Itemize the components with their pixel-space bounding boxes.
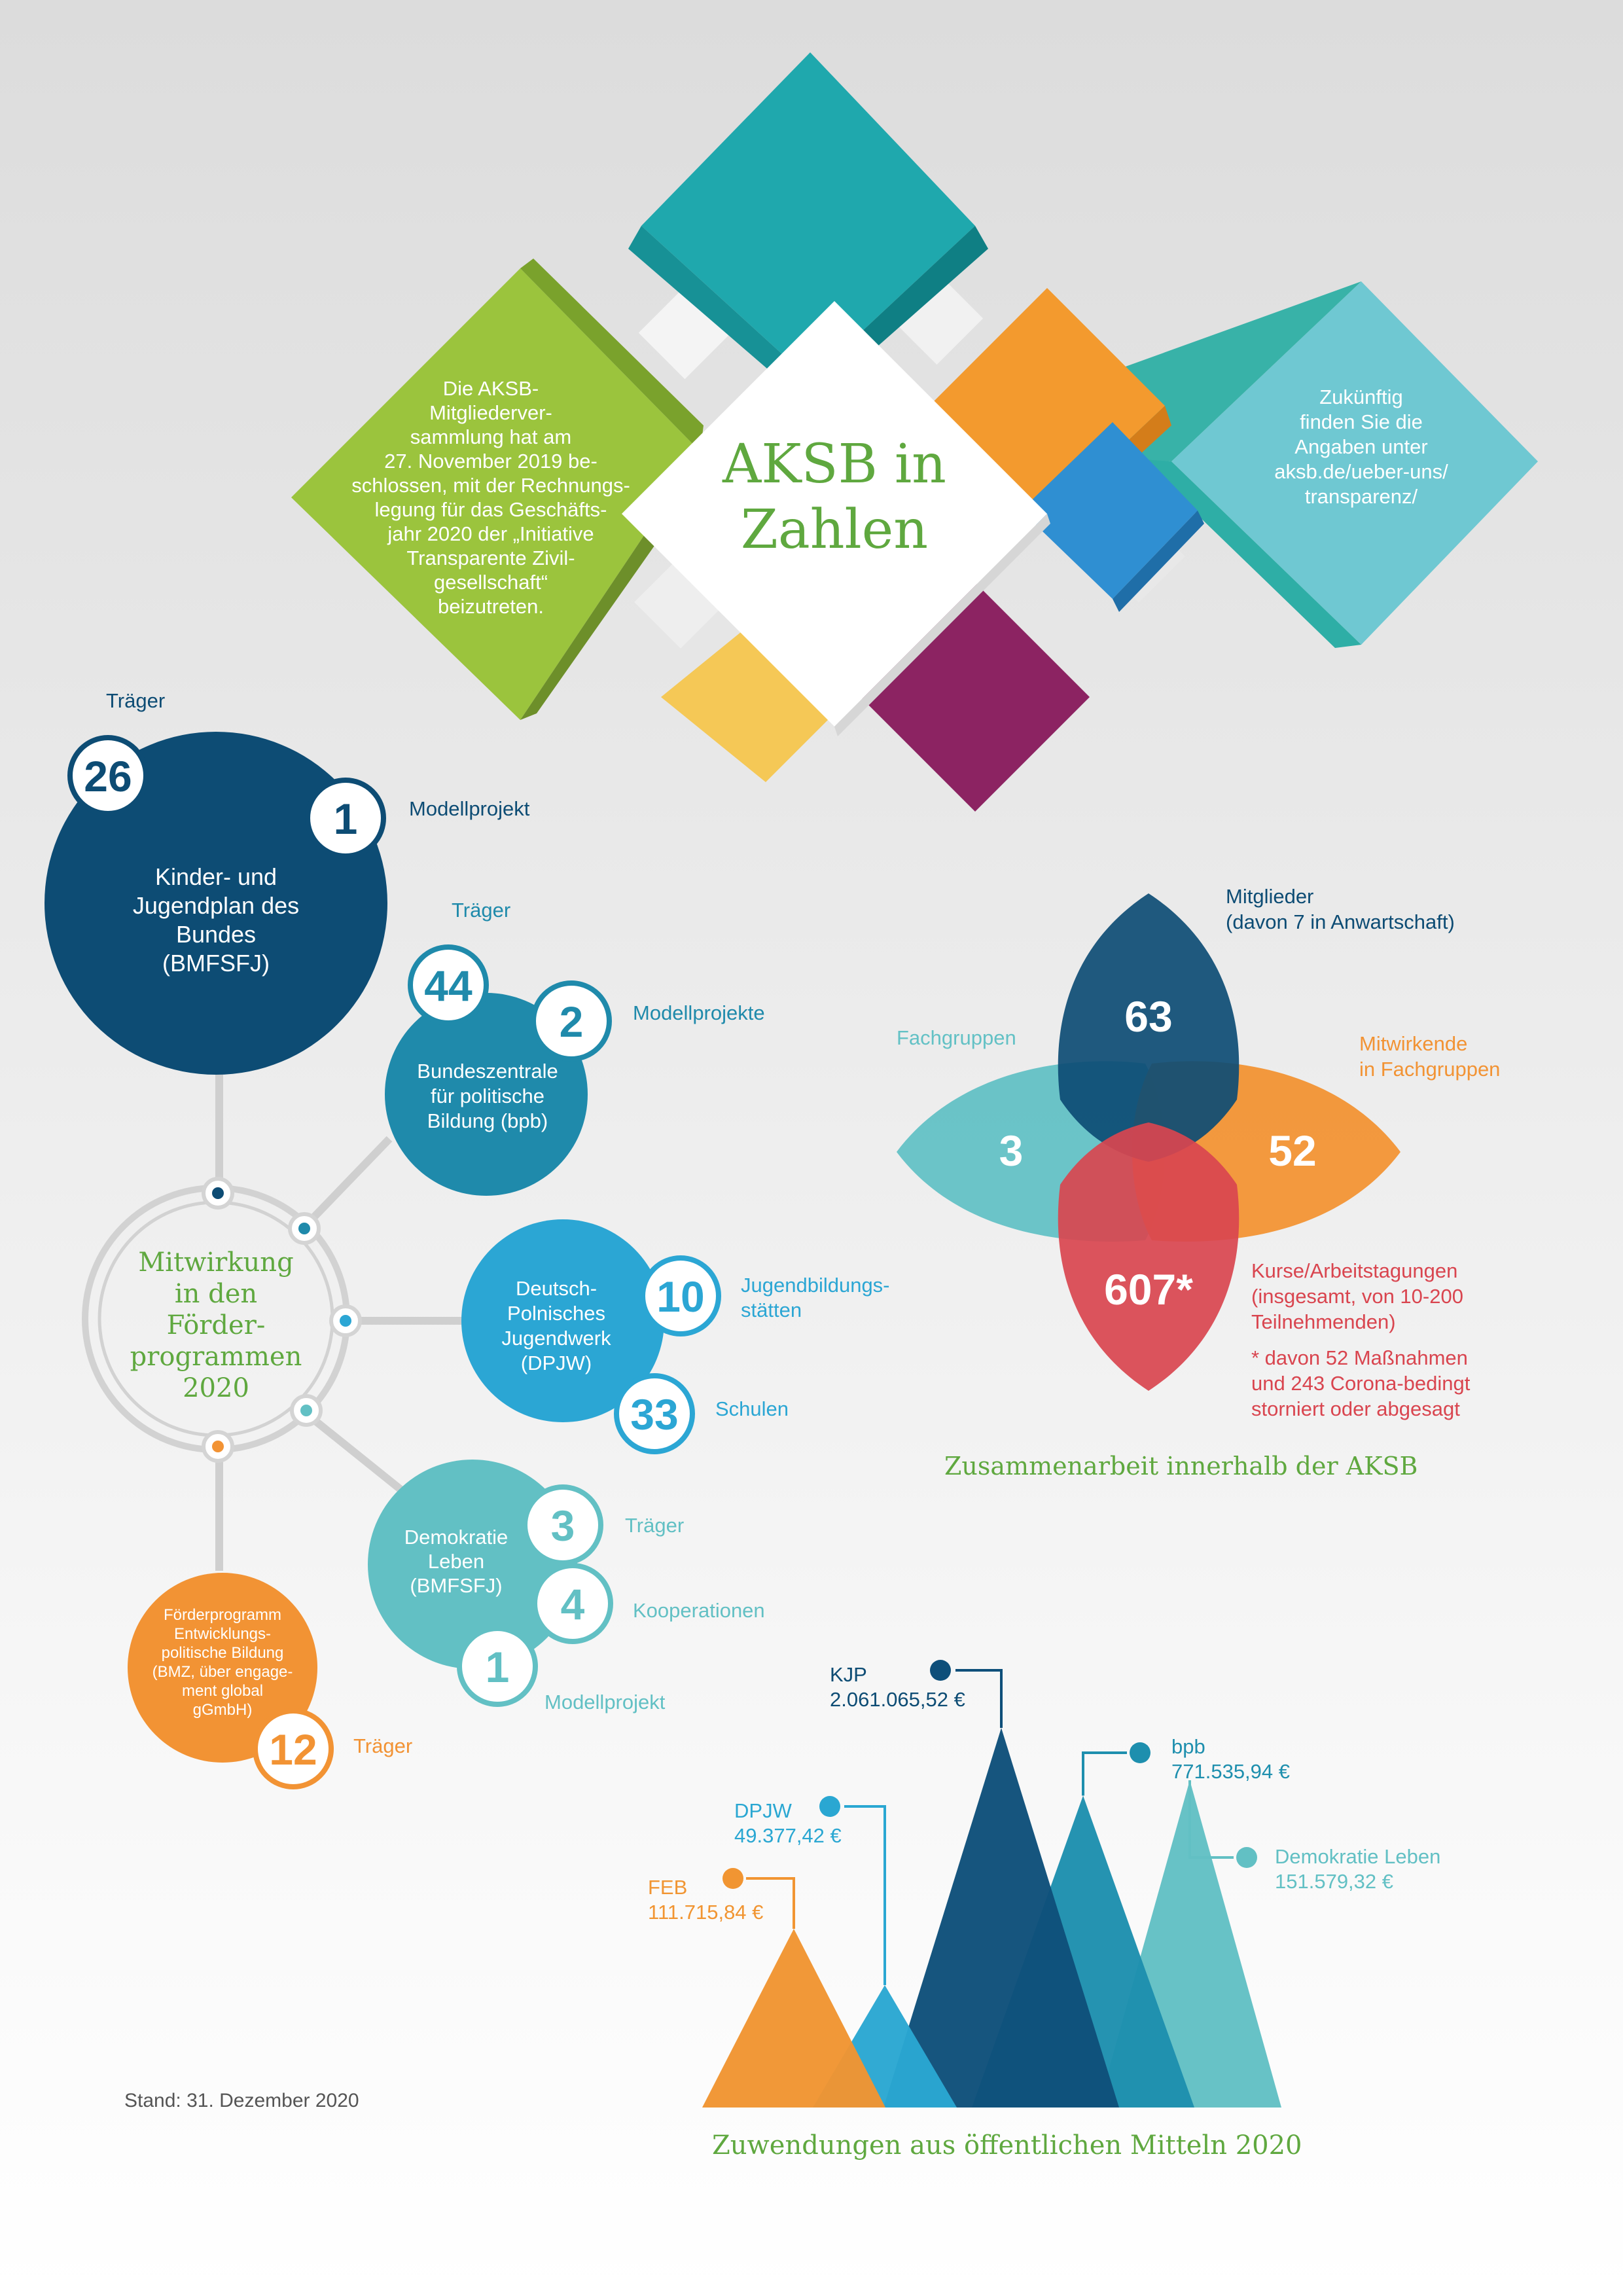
connector-dots [202, 1177, 362, 1463]
petals-title: Zusammenarbeit innerhalb der AKSB [944, 1452, 1418, 1480]
kjp-funding-amount: 2.061.065,52 € [830, 1688, 965, 1711]
dpjw-schulen-label: Schulen [715, 1397, 789, 1420]
cyan-diamond [1171, 281, 1538, 645]
demokratie-koop-label: Kooperationen [633, 1599, 765, 1622]
stand-date: Stand: 31. Dezember 2020 [124, 2090, 359, 2111]
green-note: Die AKSB- Mitgliederver- sammlung hat am… [351, 377, 630, 618]
petal-kurse [1058, 1122, 1240, 1391]
mitglieder-label: Mitglieder (davon 7 in Anwartschaft) [1226, 885, 1455, 933]
network-center-label: Mitwirkung in den Förder- programmen 202… [130, 1247, 302, 1403]
kjp-funding-label: KJP 2.061.065,52 € [830, 1662, 965, 1712]
feb-funding-name: FEB [648, 1876, 688, 1899]
bpb-traeger-value: 44 [424, 961, 473, 1010]
fachgruppen-value: 3 [999, 1126, 1024, 1175]
demokratie-modell-value: 1 [485, 1643, 510, 1691]
mountain-kjp [883, 1728, 1119, 2108]
page-title: AKSB in Zahlen [722, 433, 946, 561]
feb-traeger-value: 12 [269, 1725, 317, 1774]
kurse-note: * davon 52 Maßnahmen und 243 Corona-bedi… [1251, 1346, 1471, 1420]
kjp-traeger-label: Träger [106, 689, 166, 712]
bpb-modell-value: 2 [559, 997, 584, 1046]
connector-kjp [955, 1669, 1003, 1728]
feb-traeger-label: Träger [353, 1734, 413, 1757]
blue-diamond [1021, 422, 1198, 599]
connector-bpb [1082, 1751, 1127, 1796]
demokratie-funding-amount: 151.579,32 € [1275, 1870, 1394, 1893]
bpb-funding-label: bpb 771.535,94 € [1171, 1734, 1290, 1784]
demokratie-koop-value: 4 [560, 1580, 585, 1628]
demokratie-traeger-value: 3 [550, 1501, 575, 1550]
bpb-name: Bundeszentrale für politische Bildung (b… [417, 1060, 558, 1132]
dpjw-circle [461, 1219, 664, 1422]
mitwirkende-value: 52 [1268, 1126, 1317, 1175]
fachgruppen-label: Fachgruppen [897, 1026, 1016, 1049]
demokratie-funding-name: Demokratie Leben [1275, 1845, 1441, 1868]
mitglieder-value: 63 [1124, 992, 1173, 1041]
kjp-circle [45, 732, 387, 1075]
kjp-traeger-value: 26 [84, 752, 132, 800]
demokratie-modell-label: Modellprojekt [544, 1691, 666, 1713]
demokratie-traeger-label: Träger [625, 1514, 685, 1537]
dpjw-name: Deutsch- Polnisches Jugendwerk (DPJW) [501, 1277, 611, 1374]
bpb-funding-amount: 771.535,94 € [1171, 1760, 1291, 1783]
dpjw-schulen-value: 33 [630, 1390, 679, 1439]
kjp-name: Kinder- und Jugendplan des Bundes (BMFSF… [132, 863, 300, 977]
marker-kjp [930, 1660, 951, 1681]
connector-feb [746, 1877, 795, 1929]
kjp-modell-label: Modellprojekt [409, 797, 530, 820]
teal-diamond [641, 52, 975, 380]
dpjw-funding-amount: 49.377,42 € [734, 1824, 842, 1847]
bpb-modell-label: Modellprojekte [633, 1001, 765, 1024]
petal-mitglieder [1058, 893, 1240, 1162]
kjp-funding-name: KJP [830, 1663, 867, 1686]
kurse-label: Kurse/Arbeitstagungen (insgesamt, von 10… [1251, 1259, 1463, 1333]
feb-funding-label: FEB 111.715,84 € [648, 1875, 763, 1925]
dpjw-jbs-label: Jugendbildungs- stätten [741, 1274, 890, 1321]
feb-circle [128, 1573, 317, 1763]
connector-demokratie-leben [1188, 1780, 1234, 1859]
marker-demokratie-leben [1236, 1847, 1257, 1868]
mountain-feb [702, 1929, 885, 2108]
chart-title: Zuwendungen aus öffentlichen Mitteln 202… [712, 2130, 1302, 2161]
cyan-note: Zukünftig finden Sie die Angaben unter a… [1274, 386, 1448, 508]
demokratie-funding-label: Demokratie Leben 151.579,32 € [1275, 1844, 1440, 1894]
marker-dpjw [819, 1796, 840, 1817]
dpjw-funding-name: DPJW [734, 1799, 792, 1822]
bpb-circle [385, 993, 588, 1196]
green-diamond [291, 268, 700, 720]
dpjw-jbs-value: 10 [656, 1272, 705, 1321]
demokratie-name: Demokratie Leben (BMFSFJ) [404, 1526, 508, 1597]
bpb-funding-name: bpb [1171, 1735, 1205, 1758]
feb-name: Förderprogramm Entwicklungs- politische … [152, 1606, 293, 1719]
marker-bpb [1130, 1742, 1150, 1763]
mitwirkende-label: Mitwirkende in Fachgruppen [1359, 1032, 1501, 1081]
feb-funding-amount: 111.715,84 € [648, 1901, 764, 1924]
marker-feb [722, 1868, 743, 1889]
bpb-traeger-label: Träger [452, 899, 511, 922]
dpjw-funding-label: DPJW 49.377,42 € [734, 1799, 842, 1848]
kjp-modell-value: 1 [333, 795, 358, 843]
connector-dpjw [844, 1805, 886, 1986]
kurse-value: 607* [1104, 1265, 1193, 1314]
